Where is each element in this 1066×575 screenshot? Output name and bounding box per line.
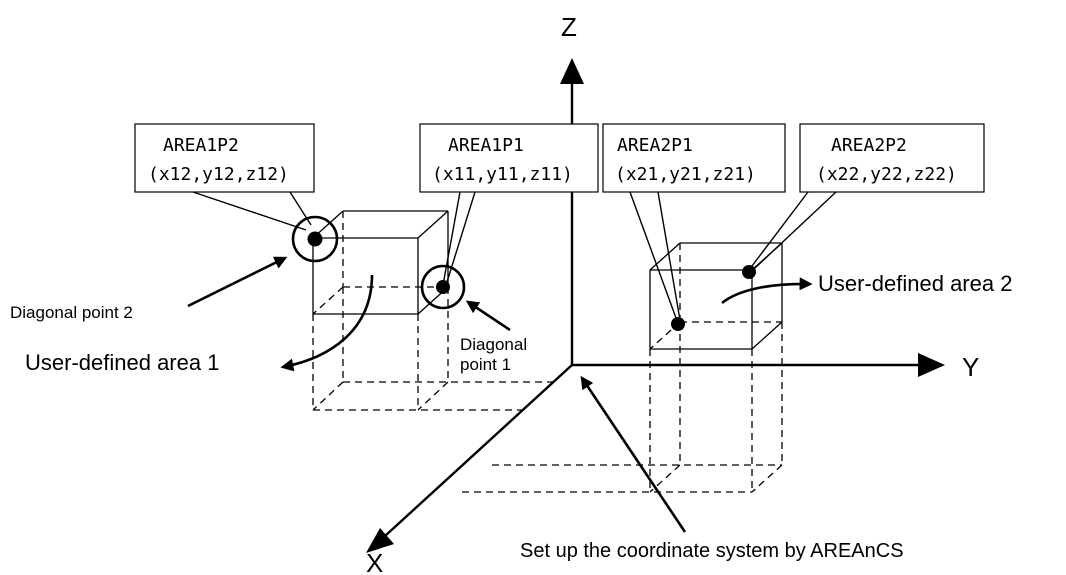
coord-system-label: Set up the coordinate system by AREAnCS <box>520 540 904 562</box>
diagonal-point-2-dot <box>307 231 323 247</box>
area2-curved-arrow <box>721 277 813 305</box>
diagonal-point-1-dot <box>436 280 450 294</box>
diagonal-point-2-ring <box>291 215 339 263</box>
coord-system-arrow <box>580 375 687 533</box>
diagonal-point-1-label-line1: Diagonal <box>460 335 527 354</box>
area2-box <box>649 242 783 350</box>
callout-area1p1: AREA1P1 (x11,y11,z11) <box>419 123 599 193</box>
y-axis-arrowhead <box>918 353 945 377</box>
callout-area1p2-name: AREA1P2 <box>163 135 239 156</box>
callout-area2p2-coords: (x22,y22,z22) <box>816 164 957 185</box>
callout-area2p2-name: AREA2P2 <box>831 135 907 156</box>
callout-area1p1-coords: (x11,y11,z11) <box>432 164 573 185</box>
diagonal-point-2-label: Diagonal point 2 <box>10 303 133 322</box>
x-axis <box>384 364 573 537</box>
diagonal-point-2-arrow <box>187 256 288 308</box>
area2-label: User-defined area 2 <box>818 271 1012 296</box>
callout-area1p1-name: AREA1P1 <box>448 135 524 156</box>
z-axis-label: Z <box>561 12 577 42</box>
x-axis-label: X <box>366 548 383 575</box>
callout-area2p1-coords: (x21,y21,z21) <box>615 164 756 185</box>
callout-area2p2: AREA2P2 (x22,y22,z22) <box>799 123 985 193</box>
callout-area1p2-coords: (x12,y12,z12) <box>148 164 289 185</box>
callout-area2p1: AREA2P1 (x21,y21,z21) <box>602 123 786 193</box>
area2-point-2-dot <box>742 265 756 279</box>
area1-label: User-defined area 1 <box>25 350 219 375</box>
callout-area1p2: AREA1P2 (x12,y12,z12) <box>134 123 315 193</box>
area1-curved-arrow <box>280 274 374 372</box>
diagonal-point-1-arrow <box>465 300 511 332</box>
z-axis-arrowhead <box>560 58 584 84</box>
callout-area2p1-name: AREA2P1 <box>617 135 693 156</box>
area2-projection <box>462 322 783 493</box>
x-axis-arrowhead <box>366 528 394 553</box>
callout-leaders <box>192 191 837 321</box>
y-axis-label: Y <box>962 352 979 382</box>
diagonal-point-1-label-line2: point 1 <box>460 355 511 374</box>
diagonal-point-1-ring <box>420 264 466 310</box>
area2-point-1-dot <box>671 317 685 331</box>
area1-projection <box>312 287 555 411</box>
